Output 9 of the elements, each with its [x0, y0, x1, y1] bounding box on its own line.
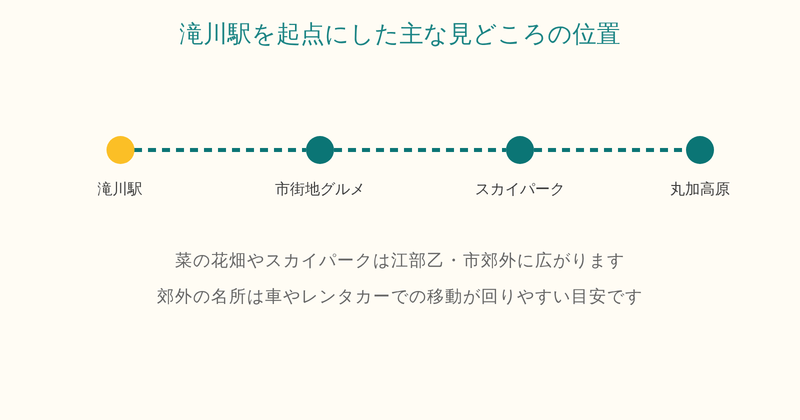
location-label: 市街地グルメ — [275, 179, 365, 199]
dashed-connector — [334, 148, 506, 152]
note-text: 菜の花畑やスカイパークは江部乙・市郊外に広がります — [175, 250, 625, 273]
note-text: 郊外の名所は車やレンタカーでの移動が回りやすい目安です — [157, 286, 643, 309]
location-label: 滝川駅 — [98, 179, 142, 199]
location-label: 丸加高原 — [670, 179, 730, 199]
diagram-title: 滝川駅を起点にした主な見どころの位置 — [178, 19, 622, 50]
dashed-connector — [134, 148, 306, 152]
location-label: スカイパーク — [475, 179, 565, 199]
